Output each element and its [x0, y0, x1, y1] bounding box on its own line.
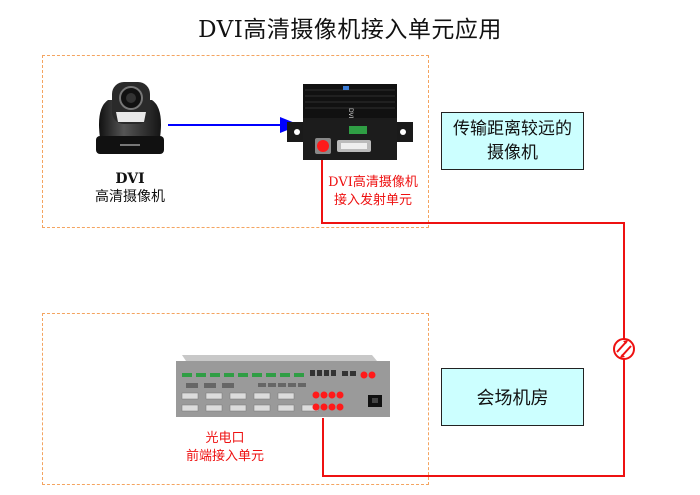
ptz-camera-icon [96, 82, 164, 154]
transmitter-label-line1: DVI高清摄像机 [328, 175, 418, 190]
receiver-label-line2: 前端接入单元 [185, 449, 264, 464]
remote-camera-note-line1: 传输距离较远的 [453, 119, 572, 139]
camera-label-model: DVI [115, 171, 145, 187]
rack-receiver-icon [176, 355, 390, 417]
transmitter-label-line2: 接入发射单元 [333, 193, 412, 208]
transmitter-device-icon: DVI [287, 84, 413, 160]
page-title: DVI高清摄像机接入单元应用 [198, 17, 502, 43]
control-room-note: 会场机房 [441, 368, 584, 426]
camera-site-zone [42, 55, 429, 228]
control-room-zone [42, 313, 429, 485]
control-room-note-label: 会场机房 [476, 388, 549, 409]
svg-text:DVI: DVI [347, 108, 354, 119]
fiber-transceiver-icon [613, 338, 635, 360]
remote-camera-note: 传输距离较远的 摄像机 [441, 112, 584, 170]
receiver-label-line1: 光电口 [205, 431, 245, 446]
remote-camera-note-line2: 摄像机 [487, 143, 538, 163]
camera-label-name: 高清摄像机 [95, 189, 165, 205]
